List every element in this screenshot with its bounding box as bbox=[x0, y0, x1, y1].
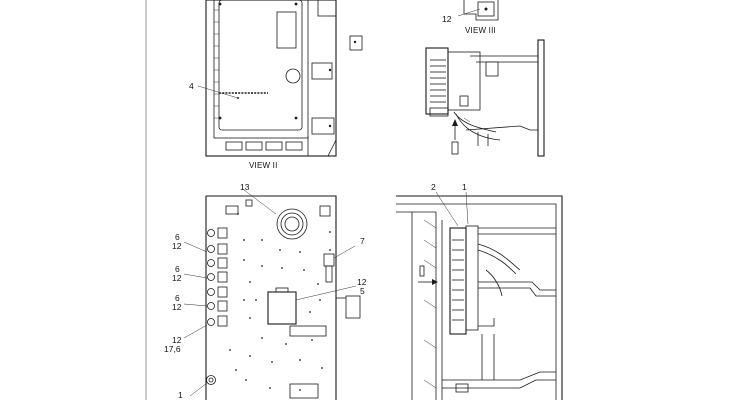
callout-6c: 6 bbox=[175, 293, 180, 303]
bottom-left-board bbox=[183, 189, 361, 400]
callout-12e: 12 bbox=[357, 277, 367, 287]
callout-2: 2 bbox=[431, 182, 436, 192]
view-ii-controller bbox=[197, 0, 363, 157]
callout-12-view3: 12 bbox=[442, 14, 452, 24]
callout-7: 7 bbox=[360, 236, 365, 246]
callout-12a: 12 bbox=[172, 241, 182, 251]
callout-6b: 6 bbox=[175, 264, 180, 274]
side-mount-assembly bbox=[425, 39, 545, 157]
callout-5: 5 bbox=[360, 286, 365, 296]
view-iii-bracket bbox=[457, 0, 499, 21]
callout-1-left: 1 bbox=[178, 390, 183, 400]
callout-12b: 12 bbox=[172, 273, 182, 283]
callout-17-6: 17,6 bbox=[164, 344, 181, 354]
callout-12d: 12 bbox=[172, 335, 182, 345]
callout-12c: 12 bbox=[172, 302, 182, 312]
view-iii-label: VIEW III bbox=[465, 26, 496, 35]
callout-1-right: 1 bbox=[462, 182, 467, 192]
callout-6a: 6 bbox=[175, 232, 180, 242]
callout-4: 4 bbox=[189, 81, 194, 91]
cabinet-section bbox=[396, 191, 563, 400]
callout-13: 13 bbox=[240, 182, 250, 192]
relay-column bbox=[207, 227, 228, 327]
view-ii-label: VIEW II bbox=[249, 161, 278, 170]
